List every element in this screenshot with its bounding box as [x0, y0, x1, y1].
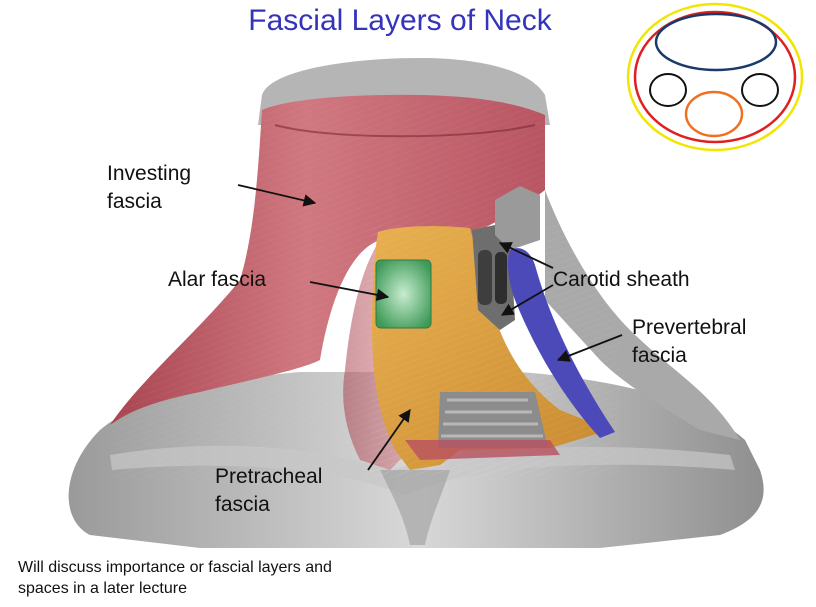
- schematic-left-carotid: [649, 73, 687, 107]
- schematic-prevertebral-space: [684, 90, 744, 138]
- prevertebral-label-line2: fascia: [632, 344, 687, 367]
- schematic-investing-ring: [633, 10, 797, 144]
- mandible-line: [274, 124, 536, 138]
- trachea-ring-shading: [441, 398, 543, 438]
- investing-label-line1: Investing: [107, 162, 192, 185]
- carotid-artery: [495, 252, 507, 304]
- pretracheal-arrow: [367, 408, 411, 471]
- investing-arrow: [237, 184, 317, 207]
- pretracheal-label-line1: Pretracheal: [215, 465, 323, 488]
- prevertebral-fascia-label: Prevertebral fascia: [632, 314, 746, 370]
- schematic-outer-ring: [626, 2, 804, 152]
- page-title: Fascial Layers of Neck: [248, 4, 552, 37]
- alar-fascia-label: Alar fascia: [168, 268, 267, 291]
- footnote-line1: Will discuss importance or fascial layer…: [18, 559, 332, 576]
- alar-arrow: [309, 281, 390, 302]
- sternum-notch: [380, 470, 450, 545]
- pretracheal-lower-red: [405, 440, 560, 460]
- investing-label-line2: fascia: [107, 190, 162, 213]
- carotid-arrow-upper: [498, 242, 554, 269]
- schematic-visceral-space: [654, 12, 778, 72]
- trachea-window: [438, 392, 548, 448]
- jugular-vein: [478, 250, 492, 305]
- pretracheal-fascia-label: Pretracheal fascia: [215, 463, 322, 519]
- pretracheal-label-line2: fascia: [215, 493, 270, 516]
- vessel-top-gray: [495, 186, 540, 250]
- footnote: Will discuss importance or fascial layer…: [18, 557, 438, 599]
- investing-fascia-label: Investing fascia: [107, 160, 191, 216]
- carotid-sheath-label: Carotid sheath: [553, 268, 690, 291]
- schematic-right-carotid: [741, 73, 779, 107]
- prevertebral-arrow: [556, 334, 623, 362]
- carotid-arrow-lower: [500, 284, 554, 316]
- footnote-line2: spaces in a later lecture: [18, 580, 187, 597]
- prevertebral-label-line1: Prevertebral: [632, 316, 747, 339]
